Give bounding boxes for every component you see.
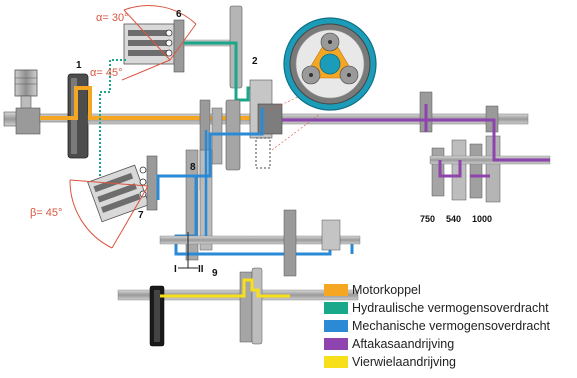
legend-swatch-mechanical	[324, 320, 348, 332]
label-2: 2	[252, 56, 258, 67]
mechanical-path	[156, 108, 264, 200]
pto-path	[282, 104, 550, 178]
label-alpha-45: α= 45°	[90, 67, 122, 79]
legend-label-pto: Aftakasaandrijving	[352, 337, 454, 351]
label-8: 8	[190, 162, 196, 173]
engine-torque-path	[40, 86, 270, 120]
pto-gearbox	[419, 91, 551, 203]
legend: Motorkoppel Hydraulische vermogensoverdr…	[324, 283, 551, 369]
label-9: 9	[212, 268, 218, 279]
label-pto-1000: 1000	[472, 214, 492, 224]
gear-block	[185, 79, 283, 261]
legend-label-mechanical: Mechanische vermogensoverdracht	[352, 319, 551, 333]
label-7: 7	[138, 210, 144, 221]
legend-label-engine: Motorkoppel	[352, 283, 421, 297]
label-alpha-30: α= 30°	[96, 12, 128, 24]
shift-fork-9	[178, 232, 198, 269]
label-6: 6	[176, 9, 182, 20]
angle-arc-beta	[69, 179, 149, 249]
planetary-gearset	[269, 17, 377, 151]
legend-label-fourwheel: Vierwielaandrijving	[352, 355, 456, 369]
legend-swatch-hydraulic	[324, 302, 348, 314]
label-gear-II: II	[198, 264, 204, 275]
hydraulic-pump-6	[123, 5, 243, 89]
four-wheel-path	[160, 278, 290, 298]
front-axle	[117, 209, 361, 347]
label-gear-I: I	[174, 264, 177, 275]
legend-label-hydraulic: Hydraulische vermogensoverdracht	[352, 301, 549, 315]
label-1: 1	[76, 60, 82, 71]
label-pto-540: 540	[446, 214, 461, 224]
engine-piston	[14, 69, 38, 111]
legend-swatch-engine	[324, 284, 348, 296]
label-pto-750: 750	[420, 214, 435, 224]
angle-arcs-top	[121, 5, 197, 81]
legend-swatch-fourwheel	[324, 356, 348, 368]
engine-crankshaft	[3, 107, 73, 135]
hydraulic-motor-7	[87, 155, 158, 223]
label-beta-45: β= 45°	[30, 207, 62, 219]
legend-swatch-pto	[324, 338, 348, 350]
